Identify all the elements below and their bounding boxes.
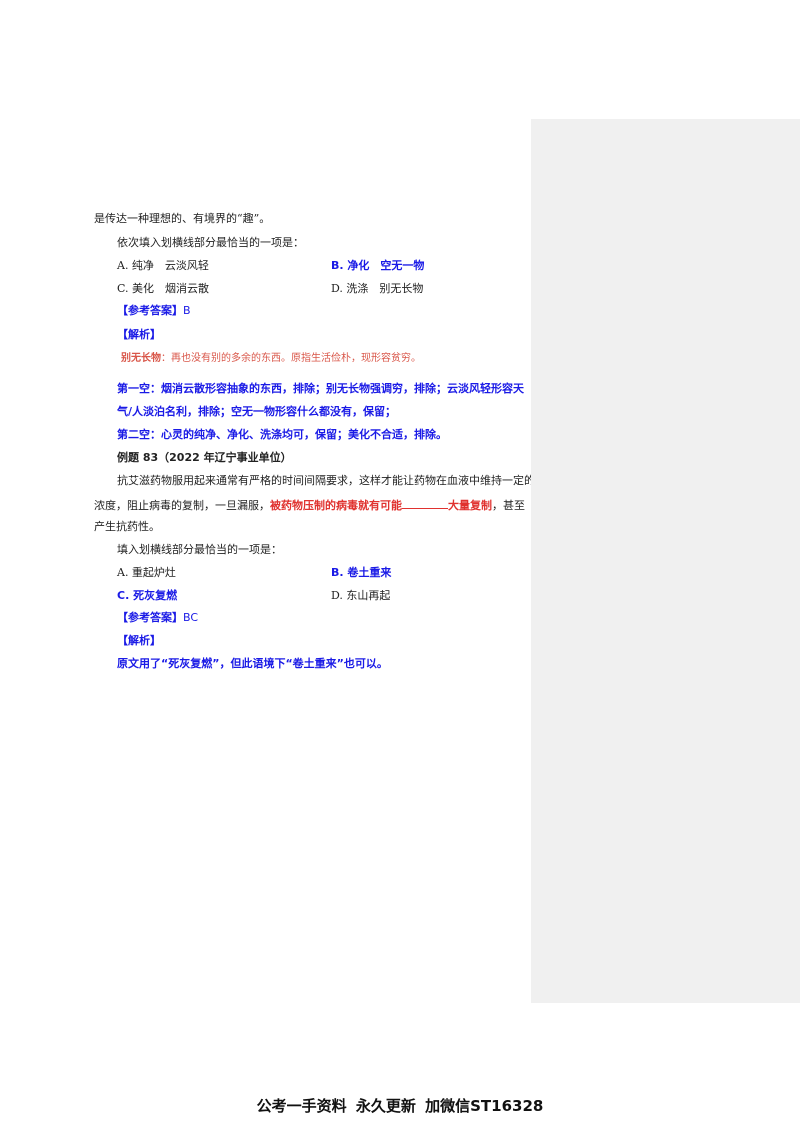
prev-option-a: A. 纯净 云淡风轻: [117, 259, 209, 272]
q83-stem-line3: 产生抗药性。: [94, 520, 160, 533]
prev-option-b: B. 净化 空无一物: [331, 259, 425, 272]
q83-option-a: A. 重起炉灶: [117, 566, 176, 579]
answer-label: 【参考答案】: [117, 304, 183, 317]
q83-option-c: C. 死灰复燃: [117, 589, 178, 602]
q83-explanation: 原文用了“死灰复燃”，但此语境下“卷土重来”也可以。: [117, 657, 388, 670]
prev-answer: 【参考答案】B: [117, 304, 191, 318]
prev-explanation-1b: 气/人淡泊名利，排除；空无一物形容什么都没有，保留；: [117, 405, 397, 418]
footer-watermark: 公考一手资料 永久更新 加微信ST16328: [0, 1095, 800, 1116]
q83-analysis-label: 【解析】: [117, 634, 161, 647]
prev-explanation-2: 第二空：心灵的纯净、净化、洗涤均可，保留；美化不合适，排除。: [117, 428, 447, 441]
blank-line: [402, 497, 448, 509]
stem-red-1: 被药物压制的病毒就有可能: [270, 499, 402, 512]
footer-part-3: 加微信ST16328: [425, 1097, 544, 1115]
prev-note: 别无长物：再也没有别的多余的东西。原指生活俭朴，现形容贫穷。: [121, 352, 421, 366]
q83-stem-line1: 抗艾滋药物服用起来通常有严格的时间间隔要求，这样才能让药物在血液中维持一定的: [117, 474, 535, 487]
q83-stem-line2: 浓度，阻止病毒的复制，一旦漏服，被药物压制的病毒就有可能 大量复制，甚至: [94, 497, 525, 513]
prev-text-line: 是传达一种理想的、有境界的“趣”。: [94, 212, 271, 225]
q83-title: 例题 83（2022 年辽宁事业单位）: [117, 451, 292, 464]
answer-value: B: [183, 304, 191, 317]
prev-analysis-label: 【解析】: [117, 328, 161, 341]
answer-value: BC: [183, 611, 199, 624]
answer-label: 【参考答案】: [117, 611, 183, 624]
q83-answer: 【参考答案】BC: [117, 611, 198, 625]
prev-option-d: D. 洗涤 别无长物: [331, 282, 424, 295]
prev-question: 依次填入划横线部分最恰当的一项是：: [117, 236, 304, 249]
note-term: 别无长物: [121, 353, 161, 364]
q83-option-d: D. 东山再起: [331, 589, 391, 602]
stem-pre: 浓度，阻止病毒的复制，一旦漏服，: [94, 499, 270, 512]
q83-option-b: B. 卷土重来: [331, 566, 392, 579]
prev-option-c: C. 美化 烟消云散: [117, 282, 210, 295]
document-page: 是传达一种理想的、有境界的“趣”。 依次填入划横线部分最恰当的一项是： A. 纯…: [94, 212, 535, 670]
stem-post: ，甚至: [492, 499, 525, 512]
note-text: ：再也没有别的多余的东西。原指生活俭朴，现形容贫穷。: [161, 353, 421, 364]
prev-explanation-1a: 第一空：烟消云散形容抽象的东西，排除；别无长物强调穷，排除；云淡风轻形容天: [117, 382, 524, 395]
footer-part-2: 永久更新: [355, 1097, 416, 1115]
comment-sidebar: [531, 119, 800, 1003]
stem-red-2: 大量复制: [448, 499, 492, 512]
q83-question: 填入划横线部分最恰当的一项是：: [117, 543, 282, 556]
footer-part-1: 公考一手资料: [256, 1097, 347, 1115]
